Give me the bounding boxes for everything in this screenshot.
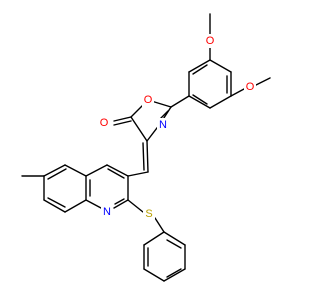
- atom-label: O: [100, 117, 109, 129]
- bond: [43, 199, 66, 213]
- atom-label: O: [144, 94, 153, 106]
- bond: [127, 171, 149, 177]
- bond: [154, 217, 165, 233]
- molecule-canvas: O O O O N N S: [21, 13, 271, 282]
- bond: [163, 268, 186, 282]
- atom-label: O: [246, 81, 255, 93]
- bond: [85, 199, 102, 209]
- bond: [166, 239, 182, 249]
- bond: [64, 164, 87, 177]
- methoxy-oxygen-1: O: [204, 34, 216, 48]
- oxazole-nitrogen: N: [157, 118, 169, 132]
- bond: [106, 164, 129, 177]
- bond: [255, 77, 271, 86]
- bond: [143, 268, 165, 282]
- bond: [142, 142, 145, 171]
- bond: [114, 198, 125, 205]
- methoxy-oxygen-2: O: [244, 80, 256, 94]
- thioether-sulfur: S: [143, 207, 155, 221]
- bond: [47, 197, 66, 208]
- quinoline-nitrogen: N: [101, 205, 113, 219]
- bond: [192, 64, 208, 75]
- bond: [113, 199, 129, 209]
- atom-labels: O O O O N N S: [98, 34, 256, 221]
- bond: [209, 95, 232, 109]
- molecule-structure: O O O O N N S: [21, 13, 271, 282]
- bond: [163, 231, 186, 246]
- bond: [170, 95, 190, 108]
- bond: [64, 199, 87, 213]
- bond: [107, 168, 125, 179]
- atom-label: N: [159, 119, 167, 131]
- bond: [166, 268, 182, 278]
- bond: [113, 116, 132, 122]
- atom-label: S: [145, 208, 152, 220]
- atom-label: N: [103, 206, 111, 218]
- bond: [85, 164, 108, 177]
- bond: [192, 94, 208, 105]
- bond: [188, 59, 211, 73]
- bond: [47, 168, 67, 180]
- bond: [127, 199, 144, 213]
- bond: [113, 120, 132, 126]
- bond: [188, 95, 211, 109]
- bonds: [21, 13, 271, 282]
- atom-label: O: [206, 35, 215, 47]
- bond: [130, 116, 148, 142]
- bond: [146, 140, 149, 173]
- bond: [230, 88, 245, 97]
- bond: [43, 164, 66, 177]
- bond: [209, 59, 232, 73]
- carbonyl-oxygen: O: [98, 116, 110, 130]
- oxazole-ring-oxygen: O: [142, 93, 154, 107]
- bond: [143, 231, 165, 246]
